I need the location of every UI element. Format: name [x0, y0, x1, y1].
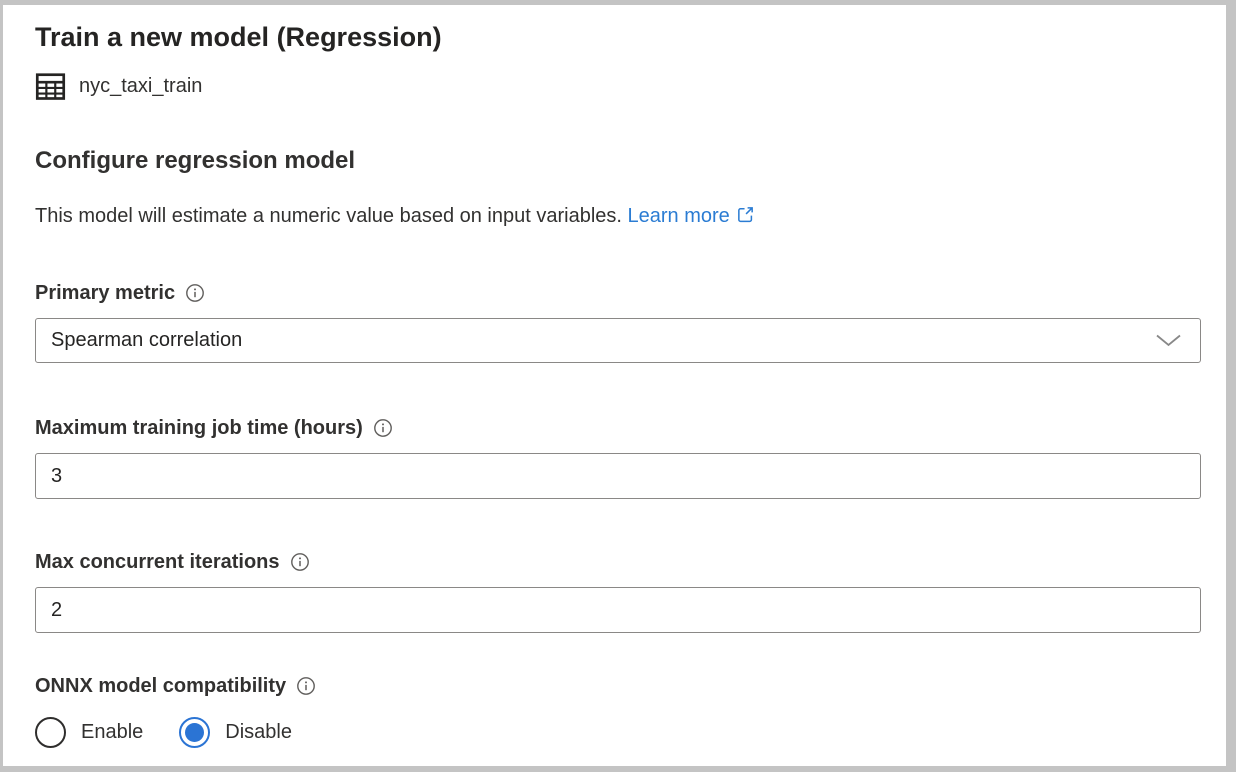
section-description: This model will estimate a numeric value…: [35, 202, 1201, 230]
max-training-time-label: Maximum training job time (hours): [35, 417, 363, 439]
learn-more-link[interactable]: Learn more: [628, 205, 755, 227]
dataset-name: nyc_taxi_train: [79, 75, 203, 97]
radio-option-enable[interactable]: Enable: [35, 717, 143, 748]
info-icon[interactable]: [290, 552, 310, 572]
field-max-concurrent-iterations: Max concurrent iterations: [35, 549, 1201, 633]
onnx-compatibility-label: ONNX model compatibility: [35, 675, 287, 697]
chevron-down-icon: [1155, 333, 1186, 348]
primary-metric-label: Primary metric: [35, 282, 176, 304]
info-icon[interactable]: [185, 283, 205, 303]
radio-checked-icon[interactable]: [179, 717, 211, 748]
field-primary-metric: Primary metric Spearman correlation: [35, 280, 1201, 363]
max-concurrent-iterations-input[interactable]: [35, 587, 1201, 633]
train-model-panel: Train a new model (Regression) nyc_taxi_…: [3, 5, 1226, 766]
radio-option-disable[interactable]: Disable: [179, 717, 292, 748]
info-icon[interactable]: [373, 418, 393, 438]
learn-more-label: Learn more: [627, 205, 730, 227]
table-grid-icon: [35, 71, 66, 102]
external-link-icon: [737, 207, 753, 223]
description-text: This model will estimate a numeric value…: [35, 205, 622, 227]
info-icon[interactable]: [296, 676, 316, 696]
max-concurrent-iterations-label: Max concurrent iterations: [35, 551, 280, 573]
max-training-time-input[interactable]: [35, 453, 1201, 499]
primary-metric-value: Spearman correlation: [51, 329, 243, 351]
radio-unchecked-icon[interactable]: [35, 717, 66, 748]
onnx-radio-group: Enable Disable: [35, 717, 1201, 748]
field-max-training-time: Maximum training job time (hours): [35, 415, 1201, 499]
section-heading: Configure regression model: [35, 147, 356, 174]
primary-metric-dropdown[interactable]: Spearman correlation: [35, 318, 1201, 363]
field-onnx-compatibility: ONNX model compatibility Enable Disable: [35, 673, 1201, 748]
page-title: Train a new model (Regression): [35, 22, 442, 52]
radio-disable-label: Disable: [225, 721, 292, 743]
dataset-row: nyc_taxi_train: [35, 71, 1201, 102]
radio-enable-label: Enable: [81, 721, 144, 743]
